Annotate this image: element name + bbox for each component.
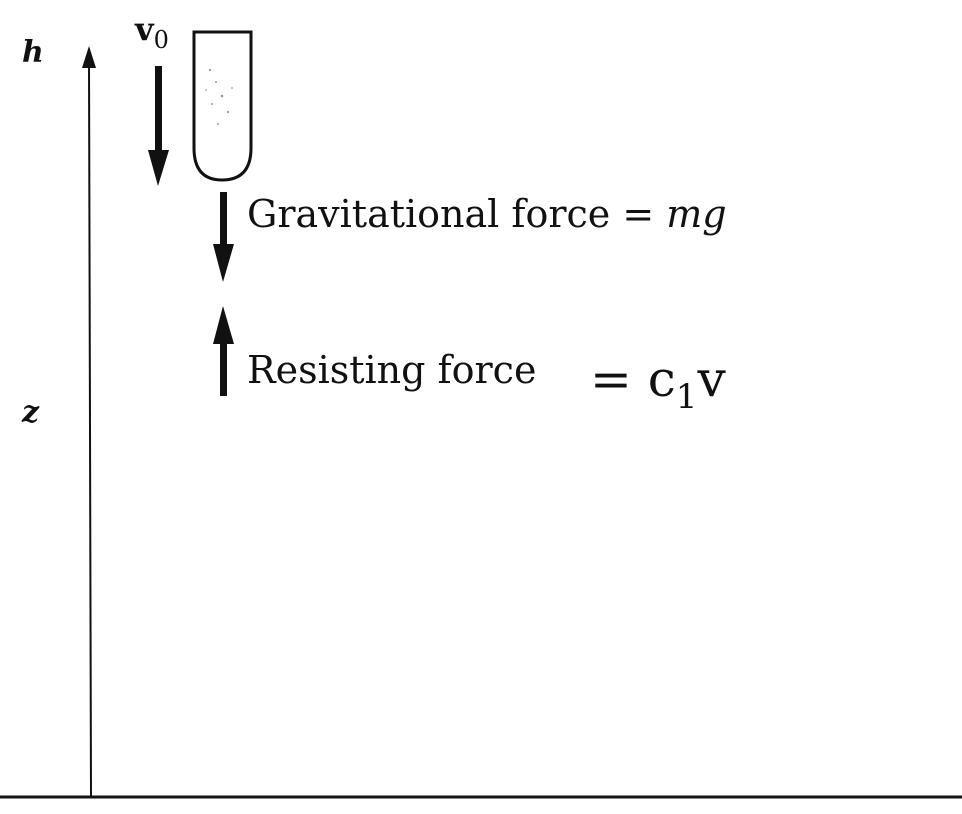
resisting-label: Resisting force bbox=[247, 348, 536, 392]
gravity-label: Gravitational force = mg bbox=[247, 192, 727, 236]
axis-label-h: h bbox=[22, 35, 44, 70]
resisting-equation: = c1v bbox=[590, 350, 726, 417]
projectile-speckle bbox=[205, 68, 233, 125]
resisting-arrow-shaft bbox=[220, 340, 227, 396]
velocity-label: v0 bbox=[134, 10, 169, 54]
gravity-arrow-head bbox=[213, 244, 234, 282]
gravity-arrow-shaft bbox=[220, 192, 227, 248]
projectile-body bbox=[192, 30, 253, 182]
resisting-arrow-head bbox=[213, 306, 234, 344]
velocity-arrow-shaft bbox=[155, 66, 162, 154]
axis-label-z: z bbox=[21, 395, 40, 430]
height-axis bbox=[88, 61, 92, 798]
velocity-arrow-head bbox=[148, 150, 169, 186]
height-axis-arrowhead bbox=[82, 46, 96, 68]
